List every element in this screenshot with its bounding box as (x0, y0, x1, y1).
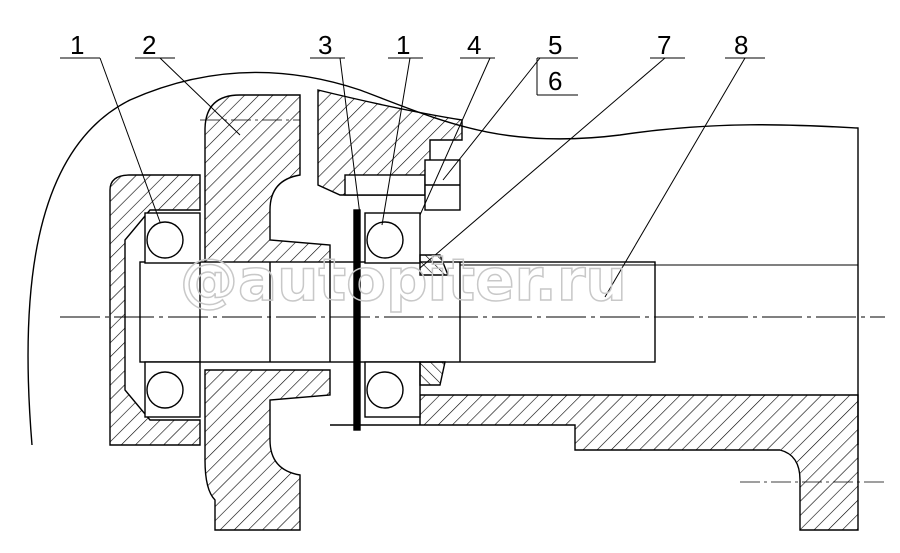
retaining-ring (353, 209, 361, 431)
left-bearing (144, 212, 201, 418)
callout-3: 3 (318, 30, 332, 60)
watermark: @autopiter.ru (180, 246, 627, 314)
lock-plate (419, 254, 450, 276)
callout-7: 7 (657, 30, 671, 60)
callout-1: 1 (70, 30, 84, 60)
right-bearing (364, 212, 421, 418)
callout-2: 2 (142, 30, 156, 60)
leader-lines (60, 57, 765, 298)
gear (204, 94, 331, 271)
bolt (344, 159, 461, 211)
callouts: 1 2 3 1 4 5 6 7 8 (70, 30, 748, 96)
callout-8: 8 (734, 30, 748, 60)
callout-6: 6 (548, 66, 562, 96)
housing-bottom (330, 394, 859, 531)
callout-5: 5 (548, 30, 562, 60)
callout-4: 4 (467, 30, 481, 60)
gear-lower (204, 369, 331, 531)
left-cover (109, 174, 201, 446)
callout-1-second: 1 (396, 30, 410, 60)
